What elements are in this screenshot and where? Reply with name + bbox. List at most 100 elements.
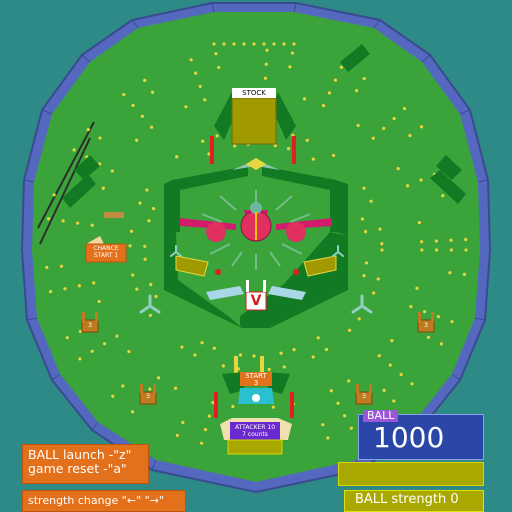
pin: [417, 220, 421, 225]
pin: [151, 206, 156, 211]
pin: [409, 305, 413, 309]
pin: [212, 346, 216, 350]
pin: [77, 284, 81, 288]
pin: [184, 105, 188, 109]
pocket: [81, 312, 99, 333]
pin: [46, 217, 51, 221]
pin: [214, 52, 218, 56]
stock-gate: [210, 92, 296, 164]
pocket: [139, 384, 157, 405]
pin: [420, 248, 424, 252]
pin: [110, 169, 114, 173]
pin: [464, 237, 468, 242]
pin: [331, 153, 336, 158]
pin: [63, 287, 67, 291]
ball-count-display: BALL 1000: [358, 410, 484, 460]
pin: [311, 157, 315, 161]
pin: [143, 78, 147, 82]
side-gates: [62, 44, 466, 208]
pin: [221, 364, 225, 368]
pin: [282, 365, 286, 369]
pin: [264, 62, 268, 66]
pin: [396, 167, 400, 171]
pin: [292, 42, 296, 46]
pin: [65, 336, 69, 340]
pin: [371, 136, 375, 140]
pin: [154, 294, 158, 299]
pin: [145, 188, 149, 192]
pin: [362, 76, 366, 81]
pin: [217, 65, 221, 70]
pin: [336, 401, 340, 405]
pin: [302, 97, 307, 101]
pin: [419, 178, 423, 182]
start-line-2: 3: [253, 379, 259, 387]
pocket: [417, 312, 435, 333]
pin: [267, 367, 271, 371]
pin: [90, 349, 94, 353]
pocket-label: 3: [424, 322, 428, 329]
pin: [369, 199, 373, 203]
chance-line-1: CHANCE: [93, 245, 119, 252]
pin: [189, 58, 193, 62]
pin: [78, 357, 82, 361]
pin: [321, 423, 325, 427]
pin: [273, 144, 277, 148]
pin: [382, 126, 386, 130]
pin: [150, 90, 155, 94]
pin: [232, 42, 236, 46]
pin: [362, 274, 366, 278]
pin: [122, 92, 126, 97]
strength-key-hint: strength change "←" "→": [22, 490, 186, 512]
pin: [198, 84, 202, 89]
pin: [48, 289, 53, 294]
pin: [380, 242, 384, 246]
start-line-1: START: [245, 372, 267, 380]
pocket: [355, 384, 373, 405]
pin: [181, 420, 185, 425]
pin: [316, 336, 320, 340]
pin: [175, 433, 179, 438]
ball-strength-display: BALL strength 0: [344, 490, 484, 512]
pin: [90, 223, 94, 227]
pin: [349, 426, 353, 430]
pin: [131, 103, 135, 108]
pin: [52, 193, 56, 197]
pin: [410, 382, 414, 386]
chance-line-2: START 1: [93, 252, 119, 259]
pin: [222, 42, 226, 46]
pin: [98, 136, 102, 140]
pin: [439, 342, 444, 346]
pin: [271, 405, 275, 409]
pin: [356, 123, 360, 128]
pin: [111, 394, 115, 398]
pin: [194, 71, 198, 75]
pin: [329, 389, 333, 393]
launch-key-hint: BALL launch -"z": [28, 447, 132, 462]
pin: [212, 42, 216, 46]
pin: [449, 248, 453, 252]
pin: [348, 328, 352, 332]
ball-count-value: 1000: [373, 421, 445, 454]
pin: [92, 281, 96, 285]
pin: [388, 363, 392, 367]
center-feature: [164, 158, 348, 328]
pin: [324, 347, 329, 352]
pin: [148, 387, 152, 391]
pin: [140, 114, 144, 118]
pin: [128, 244, 132, 248]
pin: [326, 436, 330, 440]
pin: [436, 315, 440, 319]
pin: [101, 186, 105, 190]
pockets: [81, 312, 435, 405]
pin: [262, 42, 266, 46]
pin: [45, 265, 49, 270]
pin: [372, 291, 376, 295]
chance-label: CHANCE START 1: [86, 245, 126, 259]
pin: [115, 334, 119, 338]
pin: [376, 277, 380, 281]
pin: [238, 353, 243, 357]
pin: [327, 91, 332, 95]
pin: [242, 42, 246, 46]
